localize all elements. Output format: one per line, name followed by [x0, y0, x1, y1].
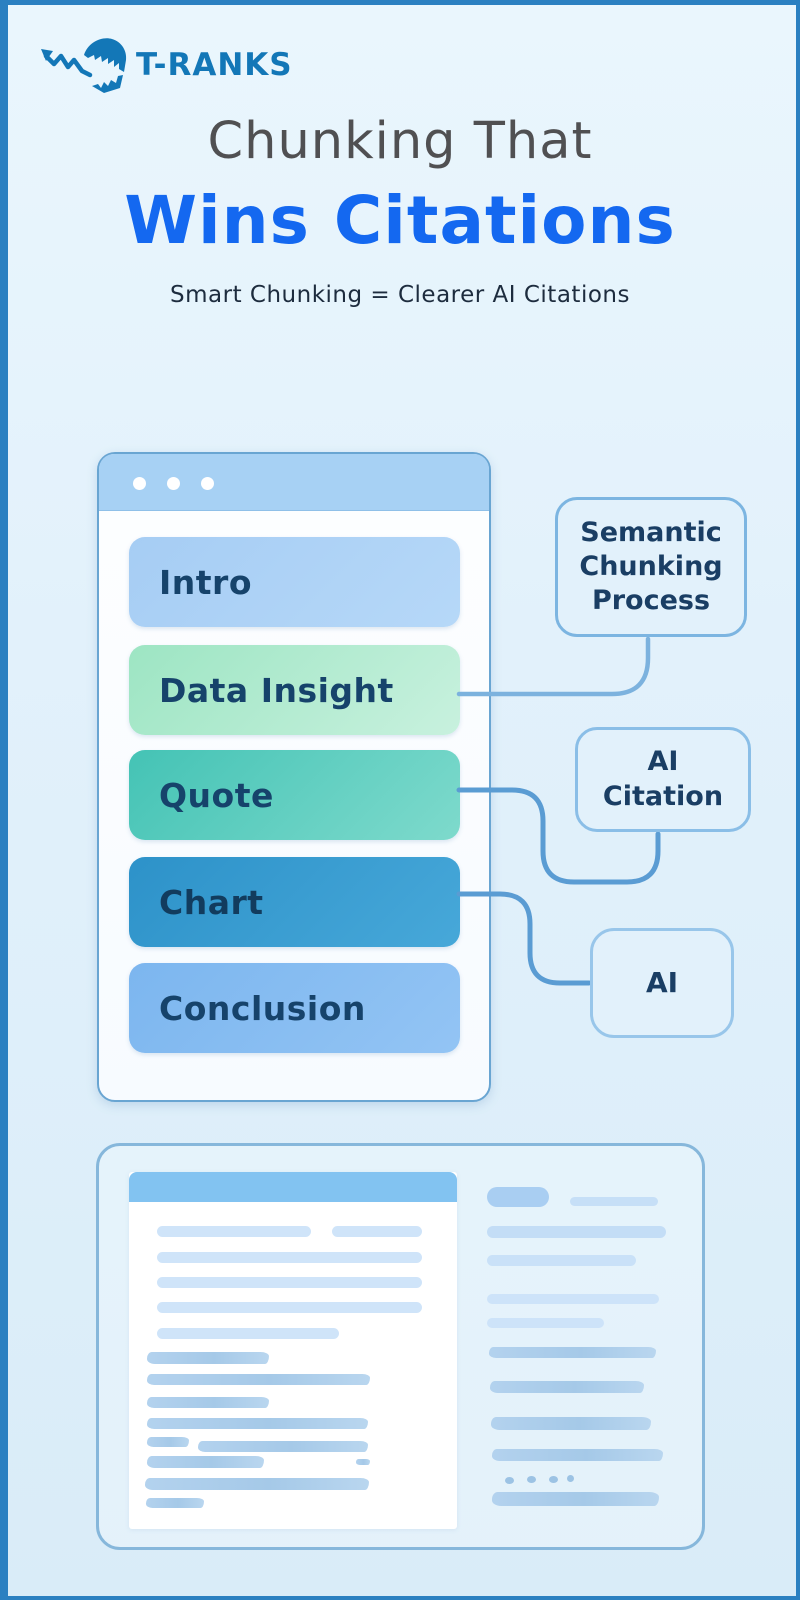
page-subtitle: Smart Chunking = Clearer AI Citations [170, 282, 630, 308]
window-control-dot [133, 477, 146, 490]
article-header-bar [129, 1172, 457, 1202]
window-control-dot [167, 477, 180, 490]
skeleton-line [570, 1197, 658, 1206]
callout-semantic-chunking-process: Semantic Chunking Process [555, 497, 747, 637]
callout-label: Semantic Chunking Process [579, 516, 723, 616]
callout-ai-citation: AI Citation [575, 727, 751, 832]
skeleton-line [491, 1417, 651, 1430]
skeleton-line [157, 1302, 422, 1313]
skeleton-line [487, 1294, 659, 1304]
skeleton-pill [487, 1187, 549, 1207]
skeleton-line [157, 1252, 422, 1263]
skeleton-line [147, 1374, 370, 1385]
skeleton-line [198, 1441, 368, 1452]
skeleton-line [147, 1456, 264, 1468]
callout-ai: AI [590, 928, 734, 1038]
skeleton-line [146, 1498, 204, 1508]
skeleton-line [356, 1459, 370, 1465]
chunk-row-label: Data Insight [159, 670, 394, 710]
skeleton-line [157, 1226, 311, 1237]
brand-logo: T-RANKS [38, 34, 293, 96]
skeleton-line [492, 1492, 659, 1506]
skeleton-line [147, 1352, 269, 1364]
chunk-row-label: Quote [159, 775, 274, 815]
skeleton-line [147, 1397, 269, 1408]
chunk-row-intro: Intro [129, 537, 460, 627]
skeleton-line [147, 1418, 368, 1429]
skeleton-line [487, 1226, 666, 1238]
skeleton-line [145, 1478, 369, 1490]
skeleton-line [489, 1347, 656, 1358]
chunk-row-quote: Quote [129, 750, 460, 840]
skeleton-line [157, 1328, 339, 1339]
page-title-line2: Wins Citations [124, 182, 676, 259]
skeleton-line [157, 1277, 422, 1288]
callout-label: AI [645, 966, 679, 1000]
chunk-row-label: Intro [159, 562, 252, 602]
callout-label: AI Citation [602, 746, 724, 812]
skeleton-line [147, 1437, 189, 1447]
window-control-dot [201, 477, 214, 490]
skeleton-line [487, 1318, 604, 1328]
skeleton-dot [527, 1476, 536, 1483]
skeleton-dot [567, 1475, 574, 1482]
browser-titlebar [99, 454, 489, 511]
skeleton-line [490, 1381, 644, 1393]
skeleton-line [332, 1226, 422, 1237]
chunk-row-label: Chart [159, 882, 264, 922]
chunk-row-label: Conclusion [159, 988, 366, 1028]
skeleton-line [487, 1255, 636, 1266]
skeleton-dot [549, 1476, 558, 1483]
skeleton-line [492, 1449, 663, 1461]
chunk-row-conclusion: Conclusion [129, 963, 460, 1053]
trex-trend-arrow-icon [41, 38, 127, 93]
skeleton-dot [505, 1477, 514, 1484]
chunk-row-chart: Chart [129, 857, 460, 947]
chunk-row-data-insight: Data Insight [129, 645, 460, 735]
brand-name: T-RANKS [136, 47, 293, 83]
page-title-line1: Chunking That [207, 112, 593, 171]
